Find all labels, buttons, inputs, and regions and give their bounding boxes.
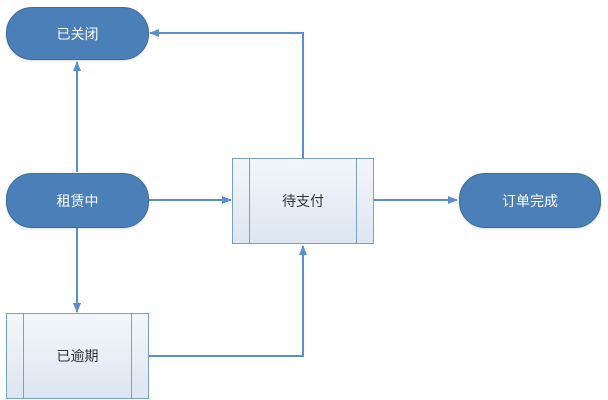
- arrow-overdue-to-pending: [149, 245, 307, 357]
- node-closed-label: 已关闭: [56, 26, 99, 43]
- node-renting-label: 租赁中: [56, 193, 99, 210]
- process-left-bar: [23, 314, 24, 398]
- node-renting: 租赁中: [6, 173, 149, 228]
- node-order-complete-label: 订单完成: [502, 193, 558, 210]
- node-overdue: 已逾期: [6, 313, 149, 399]
- node-closed: 已关闭: [6, 7, 149, 60]
- node-pending-payment-label: 待支付: [282, 194, 324, 210]
- process-right-bar: [131, 314, 132, 398]
- node-order-complete: 订单完成: [459, 173, 601, 228]
- arrow-pending-to-closed: [149, 29, 304, 158]
- node-overdue-label: 已逾期: [56, 349, 99, 365]
- node-pending-payment: 待支付: [232, 158, 374, 244]
- process-right-bar: [356, 159, 357, 243]
- process-left-bar: [249, 159, 250, 243]
